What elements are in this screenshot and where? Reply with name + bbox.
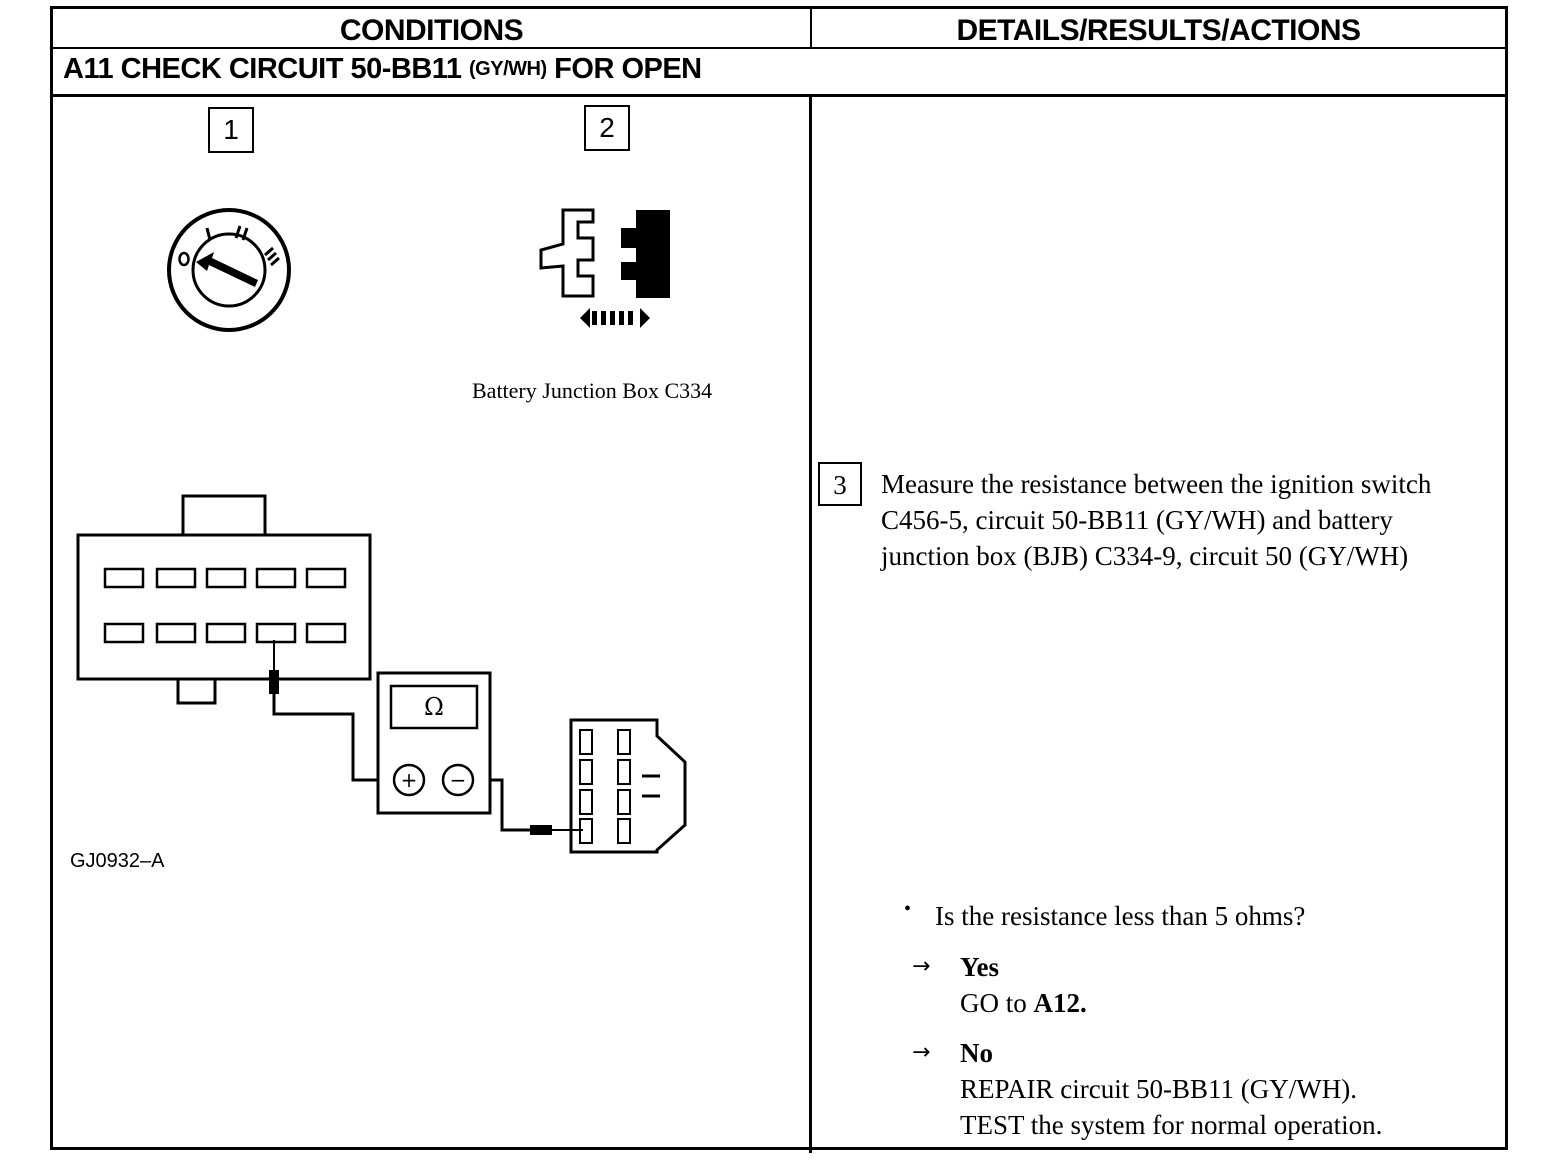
test-title-row: A11 CHECK CIRCUIT 50-BB11 (GY/WH) FOR OP…: [53, 49, 1505, 97]
details-header: DETAILS/RESULTS/ACTIONS: [956, 14, 1361, 47]
bjb-caption: Battery Junction Box C334: [472, 378, 713, 403]
arrow-right-icon: →: [912, 954, 931, 979]
test-title-suffix: FOR OPEN: [554, 53, 702, 85]
step-number-1: 1: [208, 107, 254, 153]
ignition-switch-connector-c456: [76, 494, 372, 705]
negative-test-lead: [490, 778, 583, 835]
figure-id: GJ0932–A: [70, 850, 165, 872]
conditions-header: CONDITIONS: [53, 9, 812, 47]
battery-junction-box-connector-c334: [569, 718, 687, 854]
yes-action-prefix: GO to: [960, 988, 1034, 1018]
test-title-prefix: A11 CHECK CIRCUIT 50-BB11: [63, 53, 462, 85]
resistance-question: Is the resistance less than 5 ohms?: [935, 901, 1306, 931]
step-3-instruction: Measure the resistance between the ignit…: [881, 469, 1432, 571]
test-title: A11 CHECK CIRCUIT 50-BB11 (GY/WH) FOR OP…: [63, 53, 702, 86]
positive-test-lead: [269, 640, 378, 782]
ohmmeter-icon: Ω + −: [376, 671, 492, 815]
plus-terminal-icon: +: [401, 768, 418, 792]
procedure-table: CONDITIONS DETAILS/RESULTS/ACTIONS A11 C…: [50, 6, 1508, 1153]
arrow-right-icon: →: [912, 1040, 931, 1065]
ignition-switch-icon: [167, 208, 291, 332]
table-header-row: CONDITIONS DETAILS/RESULTS/ACTIONS: [53, 9, 1505, 49]
test-title-wire-color: (GY/WH): [469, 58, 547, 80]
step-number-3: 3: [818, 462, 862, 506]
column-divider: [809, 97, 812, 1153]
step-number-2: 2: [584, 105, 630, 151]
no-answer: No: [960, 1038, 993, 1068]
ohm-symbol: Ω: [424, 693, 444, 721]
yes-action: GO to A12.: [960, 985, 1087, 1021]
connector-disconnect-icon: [539, 208, 670, 328]
yes-action-target: A12.: [1033, 988, 1087, 1018]
no-action-line-2: TEST the system for normal operation.: [960, 1110, 1383, 1140]
minus-terminal-icon: −: [450, 768, 467, 792]
bullet-icon: •: [904, 898, 912, 920]
yes-answer: Yes: [960, 952, 999, 982]
no-action-line-1: REPAIR circuit 50-BB11 (GY/WH).: [960, 1074, 1357, 1104]
